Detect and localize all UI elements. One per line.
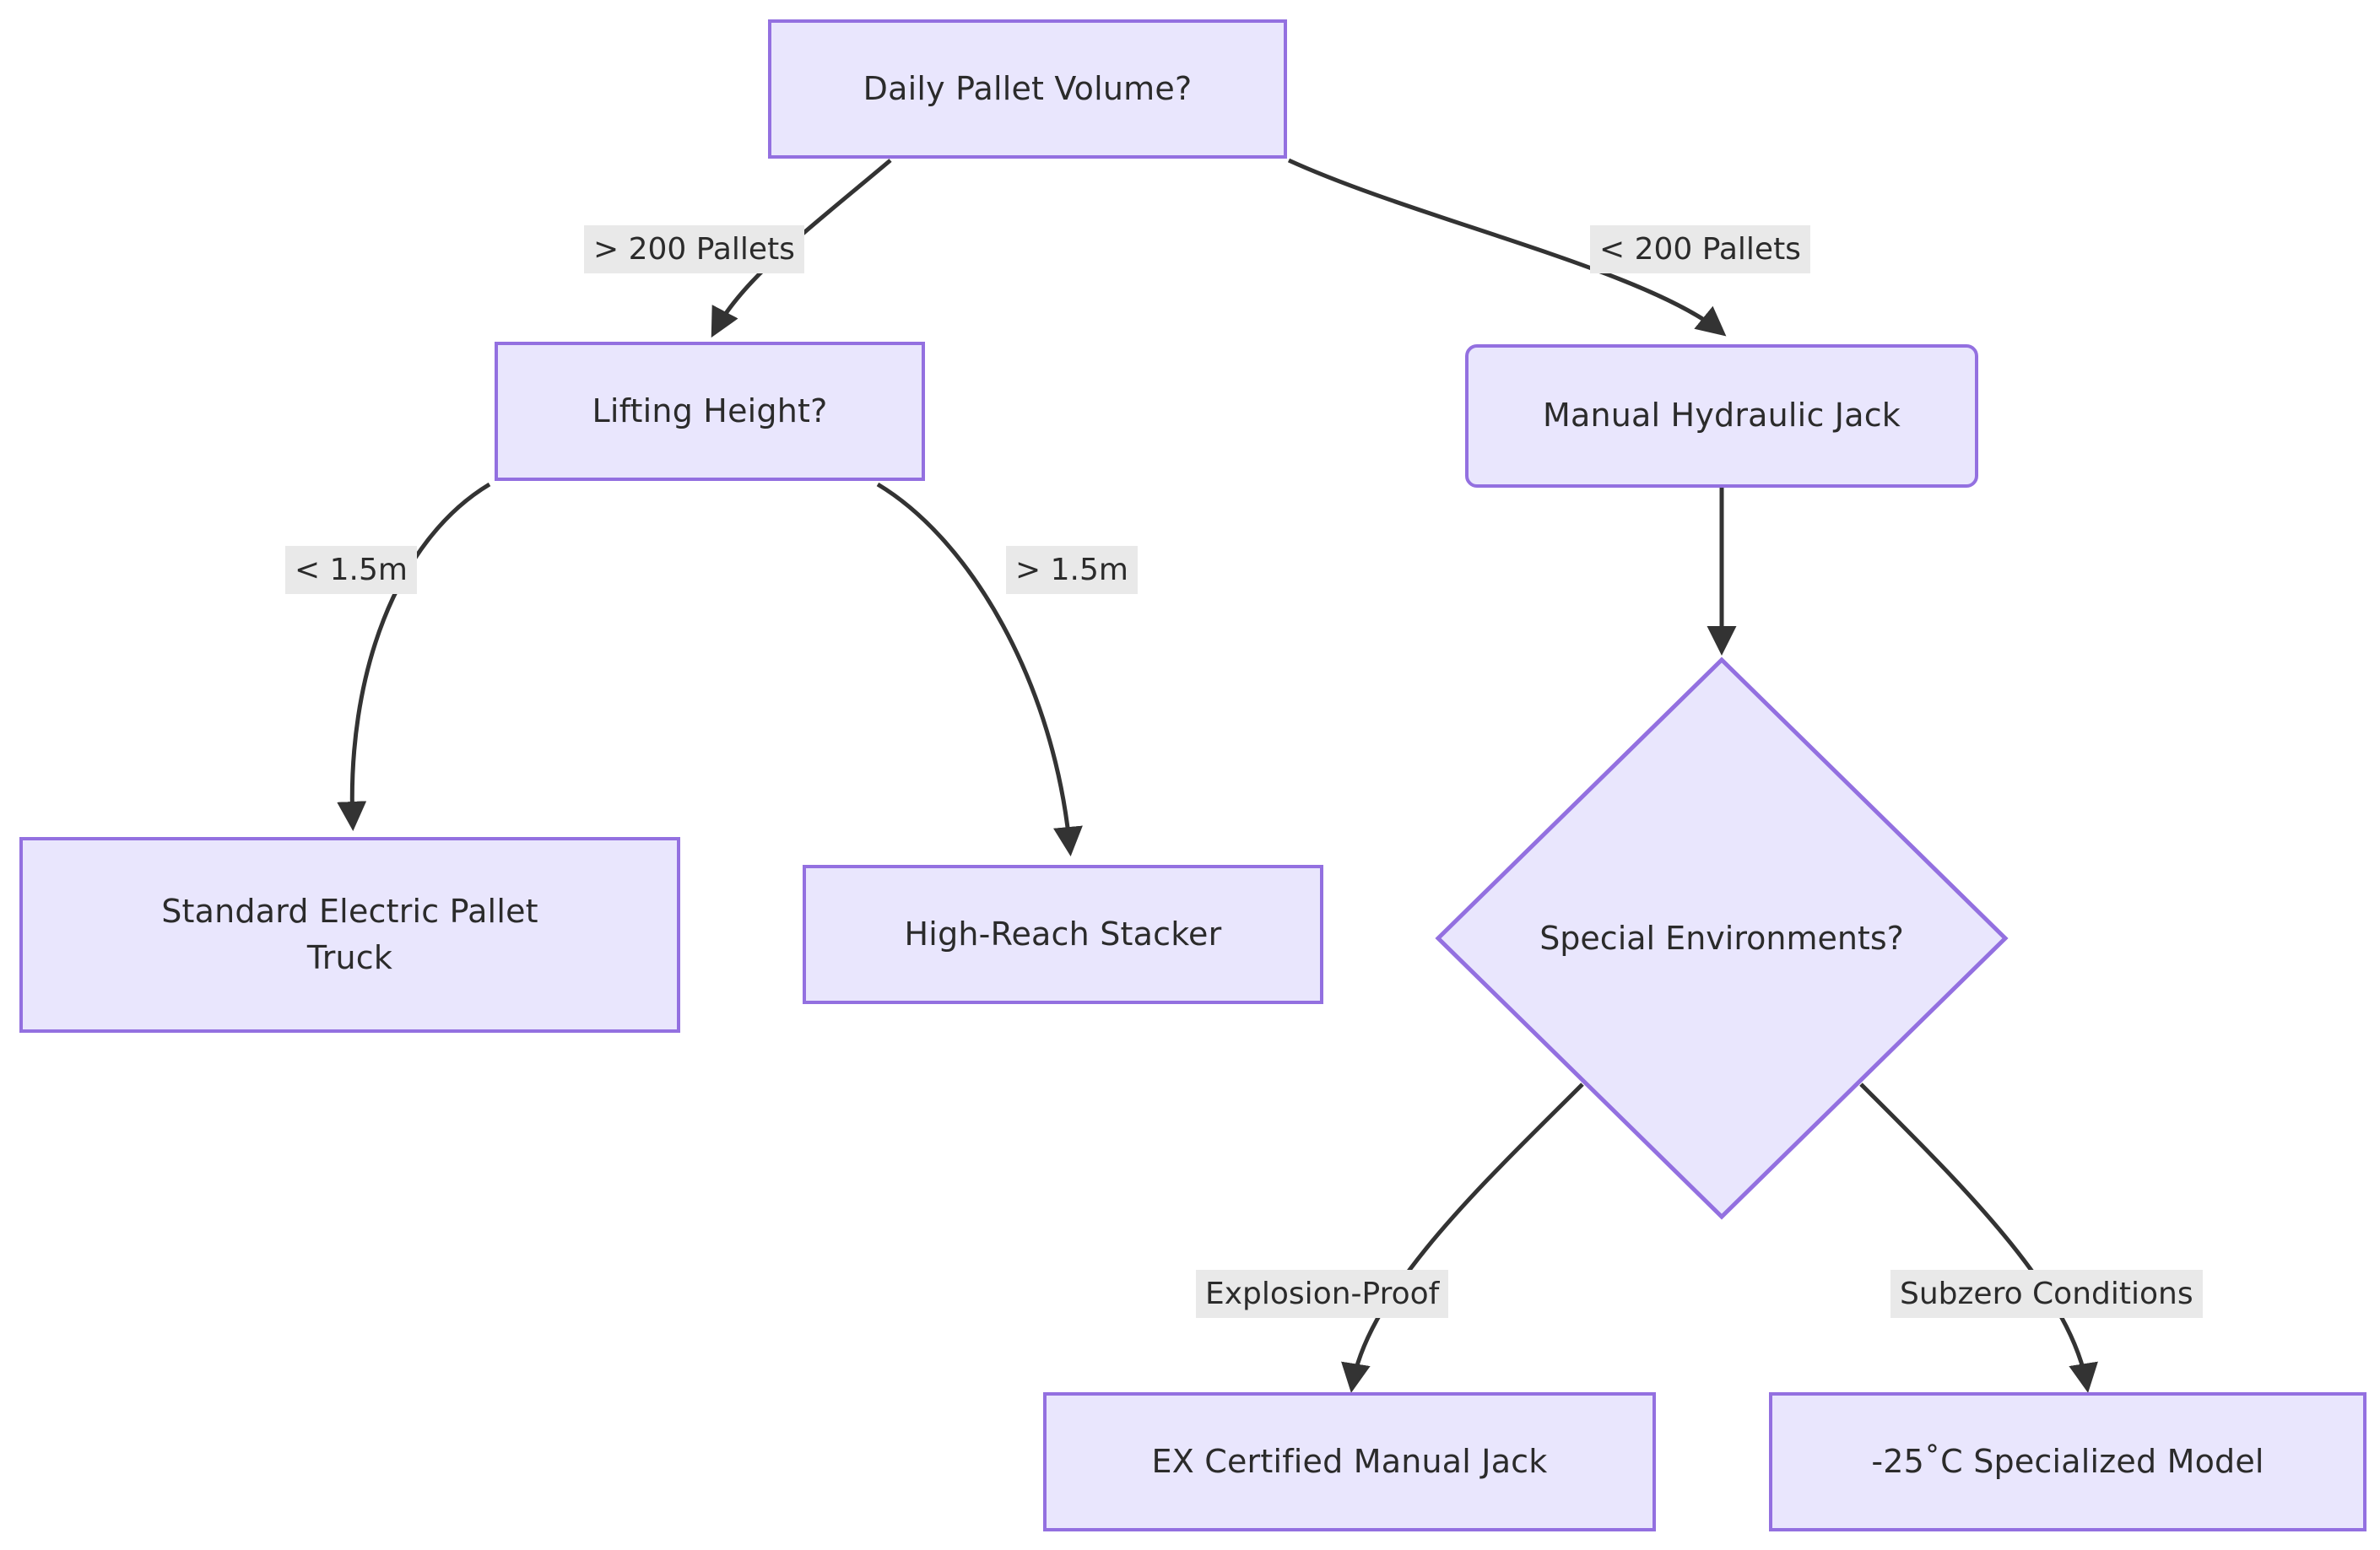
node-label: Manual Hydraulic Jack [1542,397,1901,435]
node-label: EX Certified Manual Jack [1151,1442,1548,1480]
node-ex-certified-manual-jack[interactable]: EX Certified Manual Jack [1043,1392,1656,1531]
edge-lifting-to-standard [337,482,491,831]
edge-label-explosion-proof: Explosion-Proof [1196,1270,1449,1319]
edge-label-lt-200-pallets: < 200 Pallets [1590,225,1810,274]
node-lifting-height[interactable]: Lifting Height? [495,342,925,481]
node-label: High-Reach Stacker [904,915,1222,953]
edge-label-gt-200-pallets: > 200 Pallets [584,225,804,274]
node-daily-pallet-volume[interactable]: Daily Pallet Volume? [768,19,1287,159]
node-label: Daily Pallet Volume? [863,69,1193,107]
node-high-reach-stacker[interactable]: High-Reach Stacker [803,865,1323,1004]
diamond-shape [1435,656,2009,1220]
node-label: -25˚C Specialized Model [1871,1442,2264,1480]
edge-label-gt-1-5m: > 1.5m [1006,546,1138,595]
node-label: Special Environments? [1539,920,1904,957]
edge-label-subzero-conditions: Subzero Conditions [1890,1270,2203,1319]
edge-lifting-to-stacker [876,482,1083,856]
node-special-environments[interactable]: Special Environments? [1435,656,2009,1220]
node-label: Lifting Height? [592,392,828,429]
node-subzero-specialized-model[interactable]: -25˚C Specialized Model [1769,1392,2366,1531]
node-label: Standard Electric Pallet Truck [161,892,538,976]
node-manual-hydraulic-jack[interactable]: Manual Hydraulic Jack [1465,344,1978,488]
edge-label-lt-1-5m: < 1.5m [285,546,417,595]
node-standard-electric-pallet-truck[interactable]: Standard Electric Pallet Truck [19,837,680,1033]
